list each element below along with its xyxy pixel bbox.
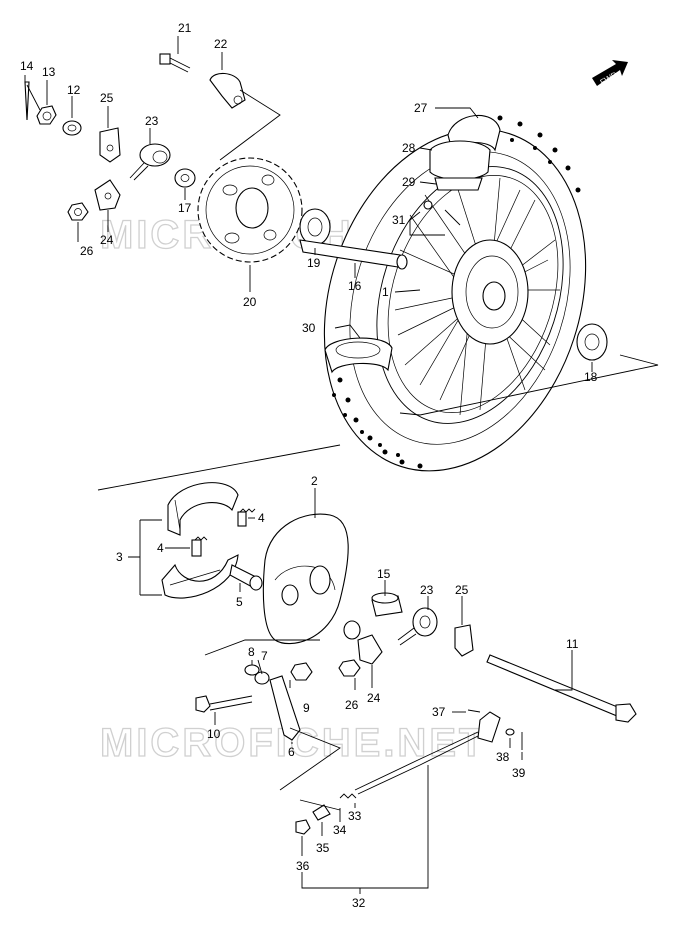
callout-25-bottom: 25 bbox=[455, 583, 469, 597]
callout-34: 34 bbox=[333, 823, 347, 837]
callout-18: 18 bbox=[584, 370, 598, 384]
callout-16: 16 bbox=[348, 279, 362, 293]
callout-15: 15 bbox=[377, 567, 391, 581]
rear-wheel-assembly bbox=[323, 115, 587, 472]
callout-23-top: 23 bbox=[145, 114, 159, 128]
bearing-19 bbox=[299, 208, 331, 246]
callout-7: 7 bbox=[261, 649, 268, 663]
callout-5: 5 bbox=[236, 595, 243, 609]
forward-arrow-icon: FWD bbox=[592, 60, 628, 87]
callout-30: 30 bbox=[302, 321, 316, 335]
callout-21: 21 bbox=[178, 21, 192, 35]
parts-cluster-top-left bbox=[24, 53, 246, 221]
callout-25-top: 25 bbox=[100, 91, 114, 105]
callout-23-bottom: 23 bbox=[420, 583, 434, 597]
callout-39: 39 bbox=[512, 766, 526, 780]
callout-11: 11 bbox=[566, 637, 579, 651]
callout-31: 31 bbox=[392, 213, 406, 227]
callout-26-bottom: 26 bbox=[345, 698, 359, 712]
callout-32: 32 bbox=[352, 896, 366, 910]
callout-6: 6 bbox=[288, 745, 295, 759]
callout-35: 35 bbox=[316, 841, 330, 855]
callout-4-lower: 4 bbox=[157, 541, 164, 555]
callout-28: 28 bbox=[402, 141, 416, 155]
callout-36: 36 bbox=[296, 859, 310, 873]
leader-lines-bottom bbox=[128, 488, 573, 894]
valve-31 bbox=[423, 200, 461, 226]
rear-sprocket bbox=[197, 157, 303, 263]
callout-12: 12 bbox=[67, 83, 81, 97]
callout-labels: 21 22 14 13 12 25 23 17 24 26 20 19 16 2… bbox=[20, 21, 598, 910]
bearing-18 bbox=[576, 323, 608, 361]
tire-tread bbox=[332, 115, 581, 469]
callout-17: 17 bbox=[178, 201, 192, 215]
leader-lines-top bbox=[24, 36, 659, 491]
callout-10: 10 bbox=[207, 727, 221, 741]
callout-20: 20 bbox=[243, 295, 257, 309]
callout-1: 1 bbox=[382, 285, 389, 299]
callout-22: 22 bbox=[214, 37, 228, 51]
callout-29: 29 bbox=[402, 175, 416, 189]
callout-14: 14 bbox=[20, 59, 34, 73]
callout-2: 2 bbox=[311, 474, 318, 488]
callout-24-top: 24 bbox=[100, 233, 114, 247]
callout-38: 38 bbox=[496, 750, 510, 764]
spacer-16 bbox=[299, 239, 408, 270]
callout-9: 9 bbox=[303, 701, 310, 715]
callout-37: 37 bbox=[432, 705, 446, 719]
brake-assembly bbox=[161, 482, 637, 835]
callout-27: 27 bbox=[414, 101, 428, 115]
callout-19: 19 bbox=[307, 256, 321, 270]
callout-24-bottom: 24 bbox=[367, 691, 381, 705]
callout-13: 13 bbox=[42, 65, 56, 79]
callout-33: 33 bbox=[348, 809, 362, 823]
callout-8: 8 bbox=[248, 645, 255, 659]
callout-26-top: 26 bbox=[80, 244, 94, 258]
callout-4-upper: 4 bbox=[258, 511, 265, 525]
callout-3: 3 bbox=[116, 550, 123, 564]
